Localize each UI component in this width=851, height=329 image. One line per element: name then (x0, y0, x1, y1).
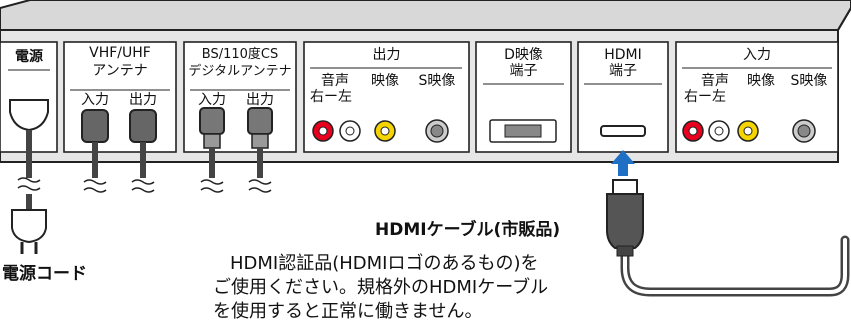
vhf-uhf-out-label: 出力 (129, 92, 157, 108)
input-title: 入力 (743, 47, 771, 63)
vhf-uhf-connectors (81, 109, 157, 193)
input-jacks (682, 119, 816, 143)
hdmi-title: HDMI (604, 47, 642, 63)
hdmi-port (600, 125, 646, 137)
bs-cs-subtitle: デジタルアンテナ (188, 64, 292, 79)
input-audio-rl-label: 右ー左 (684, 89, 726, 105)
input-video-label: 映像 (747, 73, 775, 89)
bs-cs-title: BS/110度CS (201, 47, 279, 62)
input-svideo-label: S映像 (790, 73, 828, 89)
vhf-uhf-title: VHF/UHF (89, 45, 151, 61)
power-inlet-icon (9, 99, 49, 132)
hdmi-subtitle: 端子 (609, 63, 637, 79)
input-audio-label: 音声 (701, 73, 729, 89)
bs-cs-in-label: 入力 (198, 92, 226, 108)
output-svideo-label: S映像 (418, 73, 456, 89)
hdmi-plug-icon (606, 193, 644, 249)
note-line-2: ご使用ください。規格外のHDMIケーブル (213, 277, 549, 298)
output-video-label: 映像 (371, 73, 399, 89)
bs-cs-connectors (199, 107, 273, 193)
output-audio-rl-label: 右ー左 (310, 89, 352, 105)
note-line-3: を使用すると正常に働きません。 (213, 301, 483, 322)
note-line-1: HDMI認証品(HDMIロゴのあるもの)を (230, 253, 539, 274)
d-video-title: D映像 (504, 47, 543, 63)
output-audio-label: 音声 (321, 73, 349, 89)
power-title: 電源 (15, 49, 43, 65)
d-video-connector (489, 119, 557, 143)
device-top-face (0, 0, 851, 31)
vhf-uhf-in-label: 入力 (81, 92, 109, 108)
bs-cs-out-label: 出力 (246, 92, 274, 108)
hdmi-cable-label: HDMIケーブル(市販品) (375, 220, 561, 240)
vhf-uhf-subtitle: アンテナ (92, 63, 148, 79)
power-cord-label: 電源コード (2, 264, 87, 284)
output-title: 出力 (372, 47, 401, 63)
output-jacks (312, 119, 449, 143)
up-arrow-icon (611, 150, 635, 176)
hdmi-cable (620, 235, 850, 297)
power-plug-icon (11, 209, 47, 244)
d-video-subtitle: 端子 (509, 63, 538, 79)
